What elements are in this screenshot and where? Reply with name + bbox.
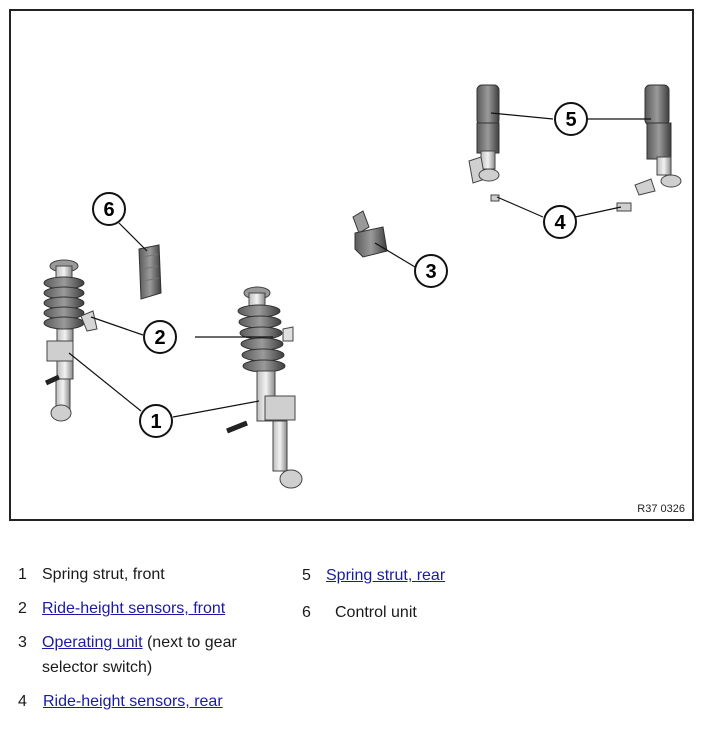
callout-6: 6 [92, 192, 126, 226]
legend-item-3: 3 Operating unit (next to gear selector … [18, 630, 288, 680]
leader-lines [68, 112, 651, 418]
callout-4: 4 [543, 205, 577, 239]
legend-number: 3 [18, 634, 27, 651]
callout-label: 5 [565, 109, 576, 131]
rear-spring-strut-left [468, 84, 500, 184]
callout-label: 1 [150, 411, 161, 433]
legend-item-5: 5 Spring strut, rear [302, 563, 502, 588]
legend-text: Spring strut, front [42, 566, 165, 583]
legend-text: (next to gear [142, 634, 237, 651]
callout-5: 5 [554, 102, 588, 136]
legend-number: 2 [18, 600, 27, 617]
legend-item-6: 6 Control unit [302, 600, 502, 625]
rear-spring-strut-right [634, 84, 682, 196]
legend-number: 1 [18, 566, 27, 583]
operating-unit-link[interactable]: Operating unit [42, 634, 143, 651]
spring-strut-rear-link[interactable]: Spring strut, rear [326, 567, 446, 584]
legend-number: 4 [18, 693, 27, 710]
callout-2: 2 [143, 320, 177, 354]
legend-item-2: 2 Ride-height sensors, front [18, 596, 278, 621]
legend-item-1: 1 Spring strut, front [18, 562, 278, 587]
ride-height-sensors-rear-link[interactable]: Ride-height sensors, rear [43, 693, 223, 710]
control-unit [138, 244, 162, 300]
callout-1: 1 [139, 404, 173, 438]
operating-unit [352, 210, 388, 258]
callout-3: 3 [414, 254, 448, 288]
legend-text-line: Operating unit (next to gear [42, 630, 237, 655]
legend-number: 6 [302, 604, 311, 621]
legend-text-continued: selector switch) [42, 659, 153, 676]
legend-text: Control unit [335, 604, 417, 621]
callout-label: 2 [154, 327, 165, 349]
figure-reference: R37 0326 [637, 503, 685, 515]
component-diagram: 1 2 3 4 5 6 R37 0326 [9, 9, 694, 521]
legend-item-4: 4 Ride-height sensors, rear [18, 689, 278, 714]
callout-label: 3 [425, 261, 436, 283]
ride-height-sensors-front-link[interactable]: Ride-height sensors, front [42, 600, 226, 617]
legend-number: 5 [302, 567, 311, 584]
callout-label: 6 [103, 199, 114, 221]
component-illustration: 1 2 3 4 5 6 [43, 84, 682, 489]
callout-label: 4 [554, 212, 566, 234]
front-spring-strut-right [226, 286, 303, 489]
front-spring-strut-left [43, 259, 98, 422]
